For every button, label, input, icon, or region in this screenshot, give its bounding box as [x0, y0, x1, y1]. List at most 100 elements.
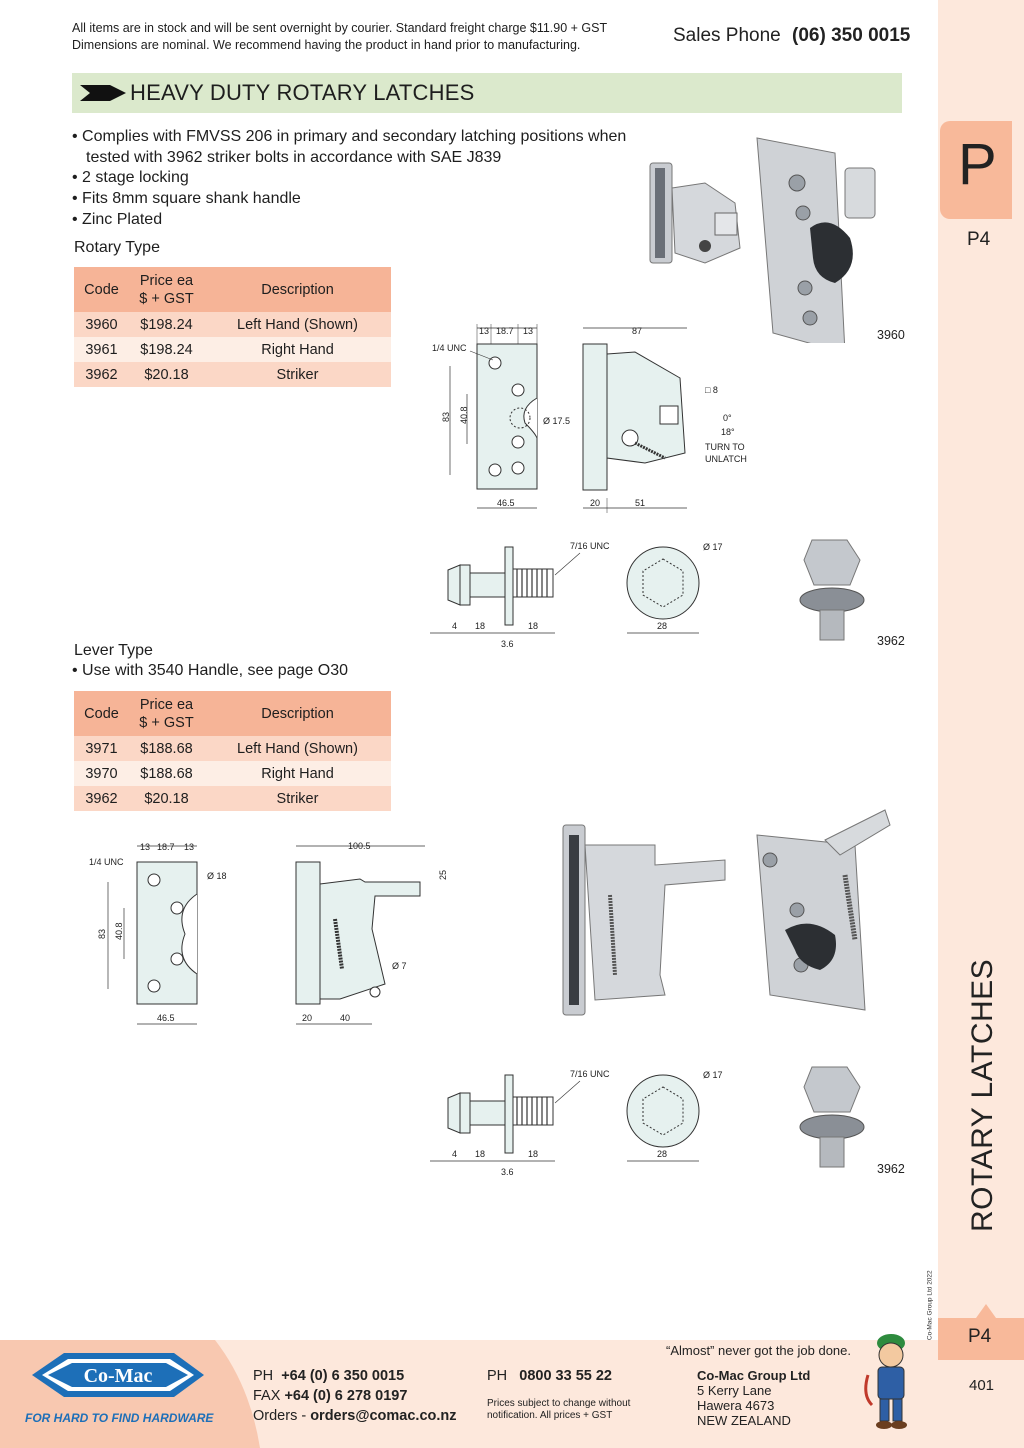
lever-dim-100-5: 100.5: [348, 841, 371, 851]
feature-item: • 2 stage locking: [72, 169, 189, 187]
address-line-1: 5 Kerry Lane: [697, 1383, 772, 1398]
part-label-3962: 3962: [877, 634, 905, 648]
mascot-icon: [864, 1334, 907, 1429]
dim-83: 83: [441, 412, 451, 422]
tab-page: P4: [967, 229, 991, 250]
striker2-dim-28: 28: [657, 1149, 667, 1159]
dim-87: 87: [632, 326, 642, 336]
rotary-latch-diagram: 13 18.7 13 1/4 UNC 83 40.8 Ø 17.5 46.5 8…: [432, 324, 747, 513]
cell-code: 3971: [74, 736, 129, 761]
striker-photo-1: [799, 539, 865, 641]
fax-number[interactable]: +64 (0) 6 278 0197: [284, 1388, 408, 1404]
dim-18deg: 18°: [721, 427, 735, 437]
ph-label: PH: [253, 1368, 274, 1384]
col-price: Price ea$ + GST: [129, 691, 204, 736]
turn-label-1: TURN TO: [705, 442, 745, 452]
arrow-icon: [80, 85, 126, 101]
col-description: Description: [204, 691, 391, 736]
cell-price: $198.24: [129, 337, 204, 362]
footer-quote: “Almost” never got the job done.: [666, 1343, 851, 1358]
striker2-dia: Ø 17: [703, 1070, 723, 1080]
cell-code: 3962: [74, 362, 129, 387]
cell-price: $188.68: [129, 761, 204, 786]
lever-dim-13b: 13: [184, 842, 194, 852]
address-line-2: Hawera 4673: [697, 1398, 775, 1413]
dim-13b: 13: [523, 326, 533, 336]
shipping-notice: All items are in stock and will be sent …: [72, 20, 607, 54]
cell-description: Right Hand: [204, 337, 391, 362]
dim-sq8: □ 8: [705, 385, 718, 395]
rotary-price-table: Code Price ea$ + GST Description 3960 $1…: [74, 267, 391, 387]
striker2-dim-4: 4: [452, 1149, 457, 1159]
cell-description: Left Hand (Shown): [204, 736, 391, 761]
comac-logo[interactable]: Co-Mac: [24, 1345, 210, 1407]
cell-price: $20.18: [129, 786, 204, 811]
striker2-dim-3-6: 3.6: [501, 1167, 514, 1177]
cell-price: $188.68: [129, 736, 204, 761]
dim-unc: 1/4 UNC: [432, 343, 467, 353]
table-row: 3962 $20.18 Striker: [74, 786, 391, 811]
lever-dim-40-8: 40.8: [114, 922, 124, 940]
dim-17-5: Ø 17.5: [543, 416, 570, 426]
striker-dim-28: 28: [657, 621, 667, 631]
dim-46-5: 46.5: [497, 498, 515, 508]
note-line-1: Prices subject to change without: [487, 1398, 631, 1409]
section-banner: HEAVY DUTY ROTARY LATCHES: [72, 73, 902, 113]
lever-dim-18-7: 18.7: [157, 842, 175, 852]
feature-item: • Complies with FMVSS 206 in primary and…: [72, 128, 627, 145]
table-row: 3962 $20.18 Striker: [74, 362, 391, 387]
table-row: 3971 $188.68 Left Hand (Shown): [74, 736, 391, 761]
sales-number[interactable]: (06) 350 0015: [792, 25, 911, 46]
company-name: Co-Mac Group Ltd: [697, 1368, 811, 1383]
striker-dia: Ø 17: [703, 542, 723, 552]
striker-photo-2: [799, 1066, 865, 1168]
sales-phone: Sales Phone (06) 350 0015: [673, 25, 910, 47]
sidebar: [938, 0, 1024, 1448]
cell-code: 3961: [74, 337, 129, 362]
striker-dim-3-6: 3.6: [501, 639, 514, 649]
dim-13a: 13: [479, 326, 489, 336]
ph2-number[interactable]: 0800 33 55 22: [519, 1368, 612, 1384]
striker-diagram-1: 7/16 UNC 4 18 18 3.6 Ø 17 28: [430, 541, 723, 649]
lever-dim-20: 20: [302, 1013, 312, 1023]
lever-dim-83: 83: [97, 929, 107, 939]
address-line-3: NEW ZEALAND: [697, 1413, 791, 1428]
cell-price: $198.24: [129, 312, 204, 337]
dim-0deg: 0°: [723, 413, 732, 423]
feature-list: • Complies with FMVSS 206 in primary and…: [72, 127, 626, 231]
ph2-label: PH: [487, 1368, 508, 1384]
cell-code: 3970: [74, 761, 129, 786]
company-address: Co-Mac Group Ltd 5 Kerry Lane Hawera 467…: [697, 1368, 810, 1428]
note-line-2: notification. All prices + GST: [487, 1410, 613, 1421]
bottom-tab[interactable]: P4: [941, 1318, 1021, 1358]
rotary-latch-photo: [649, 137, 876, 343]
rotary-type-heading: Rotary Type: [74, 239, 160, 256]
lever-dim-40: 40: [340, 1013, 350, 1023]
bottom-tab-shape: [938, 1304, 1024, 1360]
table-header: Code Price ea$ + GST Description: [74, 691, 391, 736]
dim-20: 20: [590, 498, 600, 508]
dim-18-7: 18.7: [496, 326, 514, 336]
cell-description: Left Hand (Shown): [204, 312, 391, 337]
tagline: FOR HARD TO FIND HARDWARE: [25, 1411, 214, 1425]
lever-type-heading: Lever Type: [74, 642, 153, 659]
orders-label: Orders -: [253, 1408, 307, 1424]
col-price: Price ea$ + GST: [129, 267, 204, 312]
turn-label-2: UNLATCH: [705, 454, 747, 464]
part-label-3962b: 3962: [877, 1162, 905, 1176]
orders-email[interactable]: orders@comac.co.nz: [310, 1408, 457, 1424]
col-description: Description: [204, 267, 391, 312]
striker2-dim-18a: 18: [475, 1149, 485, 1159]
lever-dim-unc: 1/4 UNC: [89, 857, 124, 867]
bottom-tab-label: P4: [968, 1326, 992, 1347]
price-note: Prices subject to change without notific…: [487, 1398, 630, 1422]
feature-item: tested with 3962 striker bolts in accord…: [86, 148, 502, 166]
lever-dim-46-5: 46.5: [157, 1013, 175, 1023]
tab-letter: P: [958, 132, 997, 197]
lever-bullet: • Use with 3540 Handle, see page O30: [72, 662, 348, 679]
part-label-3960: 3960: [877, 328, 905, 342]
section-tab[interactable]: P: [940, 121, 1012, 219]
table-row: 3970 $188.68 Right Hand: [74, 761, 391, 786]
cell-code: 3960: [74, 312, 129, 337]
ph-number[interactable]: +64 (0) 6 350 0015: [281, 1368, 405, 1384]
